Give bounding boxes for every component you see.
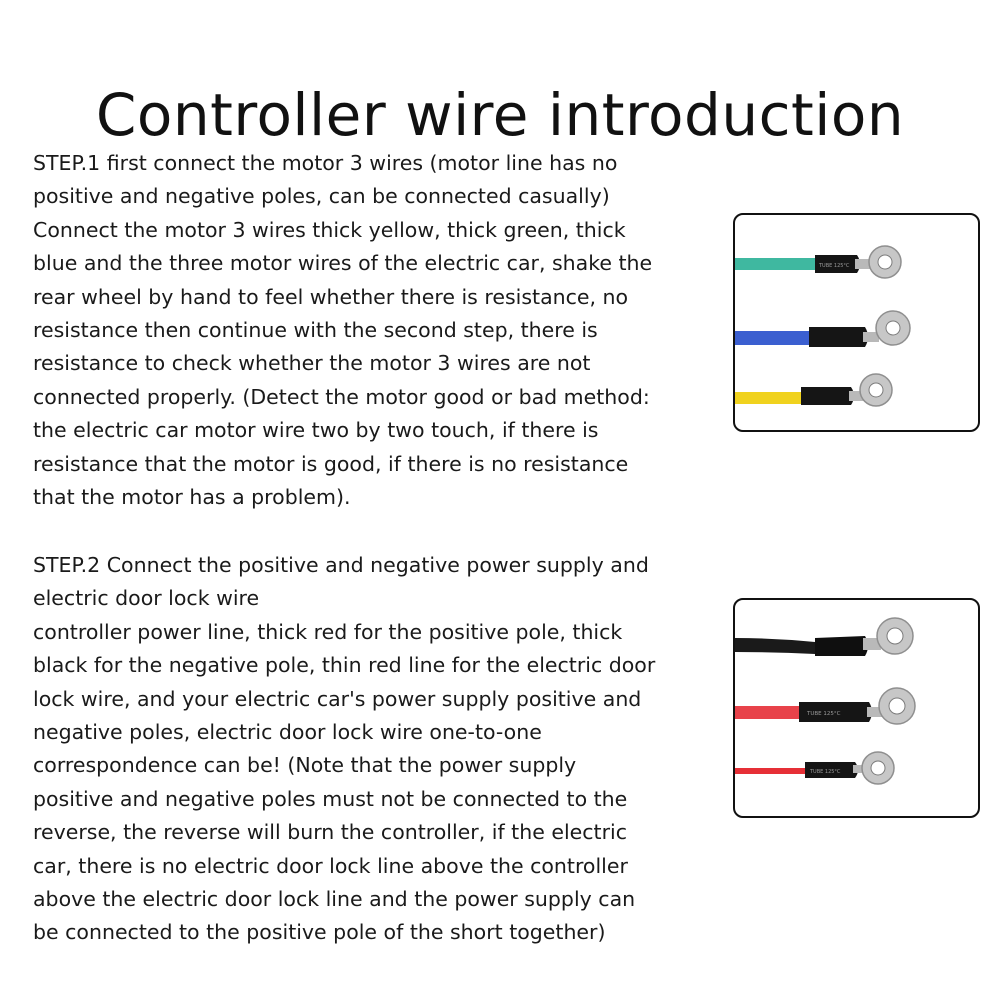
thin-red-wire: TUBE 125°C [735,751,895,785]
yellow-wire [735,373,893,407]
step1-line: that the motor has a problem). [33,485,351,510]
motor-wires-photo: TUBE 125°C [733,213,980,432]
step2-text: STEP.2 Connect the positive and negative… [33,549,683,950]
page-title: Controller wire introduction [95,80,905,149]
step1-line: blue and the three motor wires of the el… [33,251,653,276]
step1-line: rear wheel by hand to feel whether there… [33,284,629,309]
black-wire [735,617,914,656]
motor-wires-illustration: TUBE 125°C [735,245,911,407]
step2-line: above the electric door lock line and th… [33,887,636,912]
step2-line: black for the negative pole, thin red li… [33,653,656,678]
power-wires-illustration: TUBE 125°C TUBE 125°C [735,617,916,785]
sleeve-label: TUBE 125°C [809,769,841,775]
step1-line: the electric car motor wire two by two t… [33,418,599,443]
sleeve-label: TUBE 125°C [818,263,850,269]
step1-line: resistance to check whether the motor 3 … [33,351,591,376]
step2-line: lock wire, and your electric car's power… [33,686,642,711]
step2-line: negative poles, electric door lock wire … [33,720,542,745]
step2-line: electric door lock wire [33,586,260,611]
step2-line: car, there is no electric door lock line… [33,853,628,878]
step1-line: resistance then continue with the second… [33,318,598,343]
step2-line: correspondence can be! (Note that the po… [33,753,577,778]
step2-line: STEP.2 Connect the positive and negative… [33,553,649,577]
green-wire: TUBE 125°C [735,245,902,279]
sleeve-label: TUBE 125°C [806,711,841,717]
step2-line: be connected to the positive pole of the… [33,920,606,945]
step2-line: reverse, the reverse will burn the contr… [33,820,627,845]
step1-line: connected properly. (Detect the motor go… [33,384,650,409]
step1-line: Connect the motor 3 wires thick yellow, … [33,217,626,242]
step1-text: STEP.1 first connect the motor 3 wires (… [33,147,683,514]
step2-line: positive and negative poles must not be … [33,786,628,811]
step2-line: controller power line, thick red for the… [33,619,623,644]
step1-line: positive and negative poles, can be conn… [33,184,610,209]
power-wires-photo: TUBE 125°C TUBE 125°C [733,598,980,818]
step1-line: resistance that the motor is good, if th… [33,451,629,476]
blue-wire [735,310,911,347]
red-wire: TUBE 125°C [735,687,916,725]
step1-line: STEP.1 first connect the motor 3 wires (… [33,151,618,175]
